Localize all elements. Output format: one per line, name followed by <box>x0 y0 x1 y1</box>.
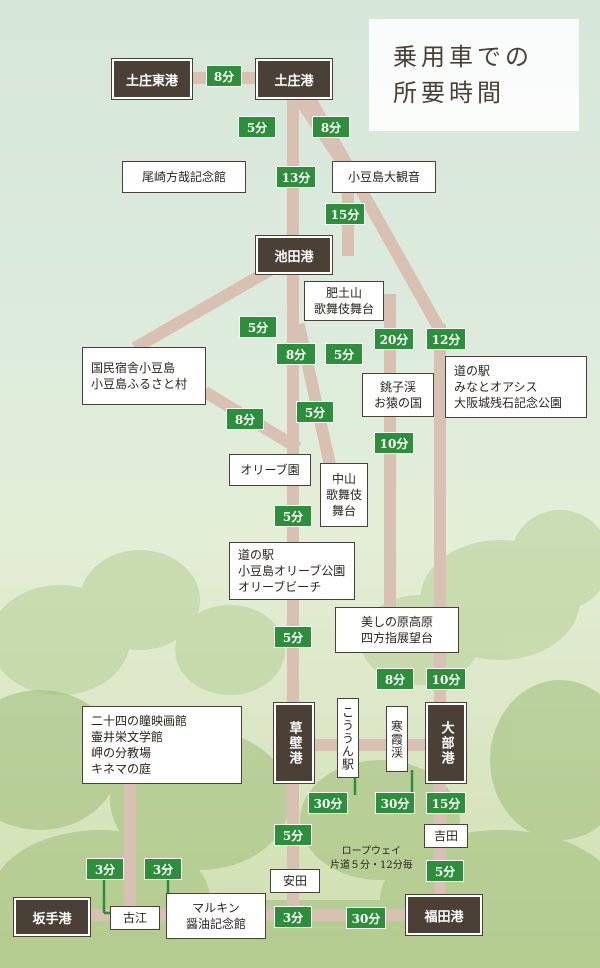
port-tonosho-higashi: 土庄東港 <box>111 58 193 100</box>
place-shodoshima-daikannon: 小豆島大観音 <box>332 161 436 193</box>
time-hiedoyama-choshi: 20分 <box>374 328 414 350</box>
place-michinoeki-olive: 道の駅 小豆島オリーブ公園 オリーブビーチ <box>229 542 355 600</box>
place-nakayama: 中山 歌舞伎 舞台 <box>320 463 368 527</box>
place-kokumin-shukusha: 国民宿舎小豆島 小豆島ふるさと村 <box>82 347 206 405</box>
time-minato-obe: 10分 <box>426 668 466 690</box>
time-ikeda-kokumin: 5分 <box>239 316 277 338</box>
time-daikannon-ikeda: 15分 <box>325 203 365 225</box>
place-koe: 古江 <box>110 906 160 930</box>
place-utsukushi-hara: 美しの原高原 四方指展望台 <box>335 607 459 653</box>
title-panel: 乗用車での 所要時間 <box>369 19 579 131</box>
port-sakate: 坂手港 <box>13 897 91 937</box>
place-nijushi-no-hitomi: 二十四の瞳映画館 壷井栄文学館 岬の分教場 キネマの庭 <box>82 706 242 784</box>
time-minato: 12分 <box>426 328 466 350</box>
tree-silhouettes <box>0 510 600 695</box>
port-ikeda: 池田港 <box>255 235 333 275</box>
time-tonosho-ozaki: 5分 <box>238 116 276 138</box>
time-yoshida-fukuda: 5分 <box>426 860 464 882</box>
title-line-2: 所要時間 <box>393 79 505 107</box>
time-choshi-beautiful: 10分 <box>374 432 414 454</box>
place-olive-en: オリーブ園 <box>229 454 311 486</box>
title-line-1: 乗用車での <box>393 43 533 71</box>
time-olive-michinoeki: 5分 <box>274 505 312 527</box>
time-kusakabe-kounn: 30分 <box>308 792 348 814</box>
time-obe-yoshida: 15分 <box>426 792 466 814</box>
time-kusakabe-yasuda: 5分 <box>274 824 312 846</box>
place-hiedoyama: 肥土山 歌舞伎舞台 <box>304 281 384 321</box>
time-tonosho-daikannon: 8分 <box>312 116 350 138</box>
place-michinoeki-minato: 道の駅 みなとオアシス 大阪城残石記念公園 <box>445 356 587 418</box>
time-kokumin-olive: 8分 <box>226 408 264 430</box>
port-fukuda: 福田港 <box>405 894 483 936</box>
port-kusakabe: 草壁港 <box>273 702 315 784</box>
port-tonosho: 土庄港 <box>255 58 333 100</box>
port-obe: 大部港 <box>425 702 467 784</box>
place-marukin: マルキン 醤油記念館 <box>166 893 266 939</box>
place-kankakei: 寒霞渓 <box>386 706 408 772</box>
time-ikeda-hiedoyama: 5分 <box>325 343 363 365</box>
time-michinoeki-kusakabe: 5分 <box>274 626 312 648</box>
time-ikeda-olive: 8分 <box>276 343 316 365</box>
time-yasuda-fukuda: 30分 <box>346 907 386 929</box>
time-hiedoyama-nakayama: 5分 <box>296 401 334 423</box>
place-ozaki-hosai: 尾崎方哉記念館 <box>122 161 246 193</box>
time-marukin-yasuda: 3分 <box>274 906 312 928</box>
time-sakate-koe: 3分 <box>86 858 124 880</box>
place-yoshida: 吉田 <box>424 824 468 848</box>
place-kounneki: こううん駅 <box>337 698 359 778</box>
time-koe-marukin: 3分 <box>144 858 182 880</box>
time-beautiful-kankakei: 8分 <box>376 668 414 690</box>
place-yasuda: 安田 <box>270 869 320 893</box>
place-choshikei: 銚子渓 お猿の国 <box>362 373 434 417</box>
time-tonosho-higashi-tonosho: 8分 <box>206 65 242 87</box>
ropeway-note: ロープウェイ 片道５分・12分毎 <box>330 846 413 871</box>
time-kankakei-ropeway: 30分 <box>375 792 415 814</box>
time-ozaki-ikeda: 13分 <box>276 166 316 188</box>
